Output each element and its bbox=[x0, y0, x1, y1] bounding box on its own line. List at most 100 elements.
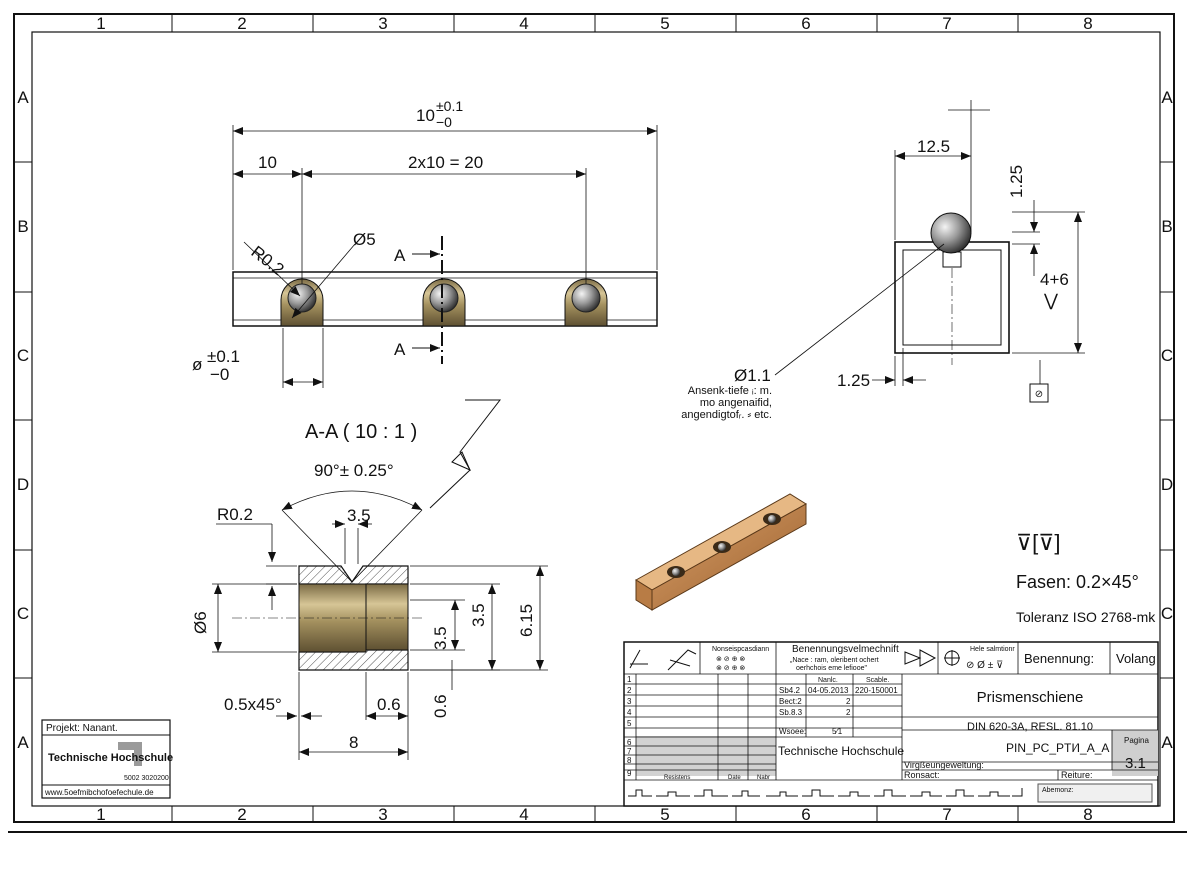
overall-length-tol-upper: ±0.1 bbox=[436, 98, 463, 114]
grid-col-top: 1 bbox=[96, 14, 105, 33]
chamfer-note: Fasen: 0.2×45° bbox=[1016, 572, 1139, 592]
grid-col-top: 2 bbox=[237, 14, 246, 33]
tb-row4-value: 5⁄1 bbox=[832, 727, 843, 736]
check-symbols-icon bbox=[629, 649, 697, 671]
tb-bottom-label: Date bbox=[728, 775, 741, 781]
tb-row3-value: 2 bbox=[846, 708, 851, 717]
drawing-frame: 1 2 3 4 5 6 7 8 1 2 3 4 5 6 7 8 A B C D … bbox=[8, 13, 1187, 833]
grid-col-bottom: 8 bbox=[1083, 805, 1092, 824]
grid-col-bottom: 1 bbox=[96, 805, 105, 824]
tb-bottom-label: Resistens bbox=[664, 775, 690, 781]
grid-col-bottom: 4 bbox=[519, 805, 528, 824]
school-name: Technische Hochschule bbox=[48, 752, 173, 764]
taper-mark-icon: ⋁ bbox=[1043, 291, 1058, 310]
tb-header-right: Hele salmtionr bbox=[970, 646, 1015, 653]
hole-width-dim-prefix: ø bbox=[192, 355, 202, 374]
tb-row1-date: 04-05.2013 bbox=[808, 686, 849, 695]
tb-row-number: 7 bbox=[627, 747, 632, 756]
overall-length-tol-lower: −0 bbox=[436, 114, 452, 130]
grid-row-left: C bbox=[17, 604, 29, 623]
iso-ball-seat bbox=[713, 541, 731, 553]
grid-col-top: 7 bbox=[942, 14, 951, 33]
step-width-dim: 0.6 bbox=[377, 695, 401, 714]
tb-col-a-sym2: ⊗ ⊘ ⊕ ⊗ bbox=[716, 665, 745, 672]
tb-drawing-number: PIN_PC_PTI⁄I_A_A bbox=[1006, 741, 1109, 755]
ball-seat bbox=[422, 278, 466, 327]
grid-col-bottom: 6 bbox=[801, 805, 810, 824]
grid-col-bottom: 7 bbox=[942, 805, 951, 824]
groove-angle-dim: 90°± 0.25° bbox=[314, 461, 394, 480]
end-view: ⊘ 12.5 1.25 4+6 ⋁ 1.25 Ø1.1 Ansenk-tiefe… bbox=[681, 100, 1085, 421]
tb-row-number: 4 bbox=[627, 708, 632, 717]
tb-row-number: 1 bbox=[627, 675, 632, 684]
section-mark-top: A bbox=[394, 246, 406, 265]
tb-header-mid-sub1: „Nace : ram, oleribent ochert bbox=[790, 657, 879, 664]
surface-mark-icon: ⊘ bbox=[1035, 389, 1043, 400]
project-box: Projekt: Nanant. Technische Hochschule 5… bbox=[41, 719, 173, 799]
edge-radius-dim: R0.2 bbox=[248, 242, 288, 279]
hole-width-tol-upper: ±0.1 bbox=[207, 347, 240, 366]
step-surface bbox=[365, 583, 409, 651]
groove-width-dim: 3.5 bbox=[347, 506, 371, 525]
grid-col-bottom: 2 bbox=[237, 805, 246, 824]
ball bbox=[930, 212, 972, 254]
tb-sub-h1: Nanlc. bbox=[818, 677, 838, 684]
tb-part-name: Prismenschiene bbox=[977, 689, 1084, 706]
first-pitch-dim: 10 bbox=[258, 153, 277, 172]
tb-row1-label: Sb4.2 bbox=[779, 686, 800, 695]
tb-row2-value: 2 bbox=[846, 697, 851, 706]
section-title: A-A ( 10 : 1 ) bbox=[305, 421, 417, 443]
tb-row-number: 6 bbox=[627, 738, 632, 747]
surface-finish-symbols: ⊽[⊽] bbox=[1016, 530, 1060, 555]
grid-row-left: C bbox=[17, 346, 29, 365]
grid-row-left: D bbox=[17, 475, 29, 494]
pitch-dim: 2x10 = 20 bbox=[408, 153, 483, 172]
title-block: Nonseispcasdiann ⊗ ⊘ ⊕ ⊗ ⊗ ⊘ ⊕ ⊗ Benennu… bbox=[623, 641, 1159, 807]
section-mark-bottom: A bbox=[394, 340, 406, 359]
tb-sub-h2: Scable. bbox=[866, 677, 889, 684]
tb-vers-label: Virgßeungeweltung: bbox=[904, 760, 984, 770]
section-view: A-A ( 10 : 1 ) 90°± 0.25° R0.2 3.5 Ø6 3.… bbox=[191, 399, 548, 760]
tb-row-number: 3 bbox=[627, 697, 632, 706]
school-website: www.5oefmibchofoefechule.de bbox=[44, 788, 154, 797]
grid-col-bottom: 3 bbox=[378, 805, 387, 824]
tb-row-number: 2 bbox=[627, 686, 632, 695]
school-logo-icon bbox=[118, 742, 142, 766]
tb-strip-marks bbox=[628, 788, 1023, 797]
tb-row-number: 5 bbox=[627, 719, 632, 728]
tolerance-note: Toleranz ISO 2768-mk bbox=[1016, 609, 1156, 625]
grid-col-top: 8 bbox=[1083, 14, 1092, 33]
tb-header-mid: Benennungsvelmechnift bbox=[792, 644, 899, 655]
countersink-note-2: mo angenaifid, bbox=[700, 397, 772, 409]
profile-width-dim: 12.5 bbox=[917, 137, 950, 156]
general-notes: ⊽[⊽] Fasen: 0.2×45° Toleranz ISO 2768-mk bbox=[1016, 530, 1156, 625]
total-height-dim: 6.15 bbox=[517, 604, 536, 637]
ball-seat bbox=[280, 278, 324, 327]
grid-row-right: D bbox=[1161, 475, 1173, 494]
section-cut-line bbox=[412, 236, 443, 364]
tb-standard: DIN 620-3A, RESL. 81.10 bbox=[967, 721, 1093, 733]
grid-col-bottom: 5 bbox=[660, 805, 669, 824]
grid-col-top: 4 bbox=[519, 14, 528, 33]
tb-row1-number: 220-150001 bbox=[855, 686, 898, 695]
tb-row-number: 8 bbox=[627, 756, 632, 765]
tb-header-mid-sub2: oerhchois eme lefiooe" bbox=[796, 665, 867, 672]
school-code: 5002 3020200 bbox=[124, 775, 169, 782]
step-vertical-dim: 0.6 bbox=[431, 694, 450, 718]
chamfer-dim: 0.5x45° bbox=[224, 695, 282, 714]
top-view: 10 ±0.1 −0 10 2x10 = 20 R0.2 Ø5 A A ø ±0… bbox=[192, 98, 658, 388]
isometric-view bbox=[635, 493, 807, 611]
tb-row3-label: Sb.8.3 bbox=[779, 708, 803, 717]
grid-col-top: 3 bbox=[378, 14, 387, 33]
bore-diameter-dim: Ø6 bbox=[191, 611, 210, 634]
tb-row4-label: Wsoee: bbox=[779, 727, 806, 736]
tb-header-right-sym: ⊘ Ø ± ⊽ bbox=[966, 660, 1003, 671]
hole-width-tol-lower: −0 bbox=[210, 365, 229, 384]
tb-sheet-label: Pagina bbox=[1124, 736, 1149, 745]
tb-row-number: 9 bbox=[627, 769, 632, 778]
tb-sheet-value: 3.1 bbox=[1125, 755, 1146, 772]
tb-benennung-label: Benennung: bbox=[1024, 651, 1094, 666]
ball-offset-dim: 1.25 bbox=[1007, 165, 1026, 198]
section-length-dim: 8 bbox=[349, 733, 358, 752]
